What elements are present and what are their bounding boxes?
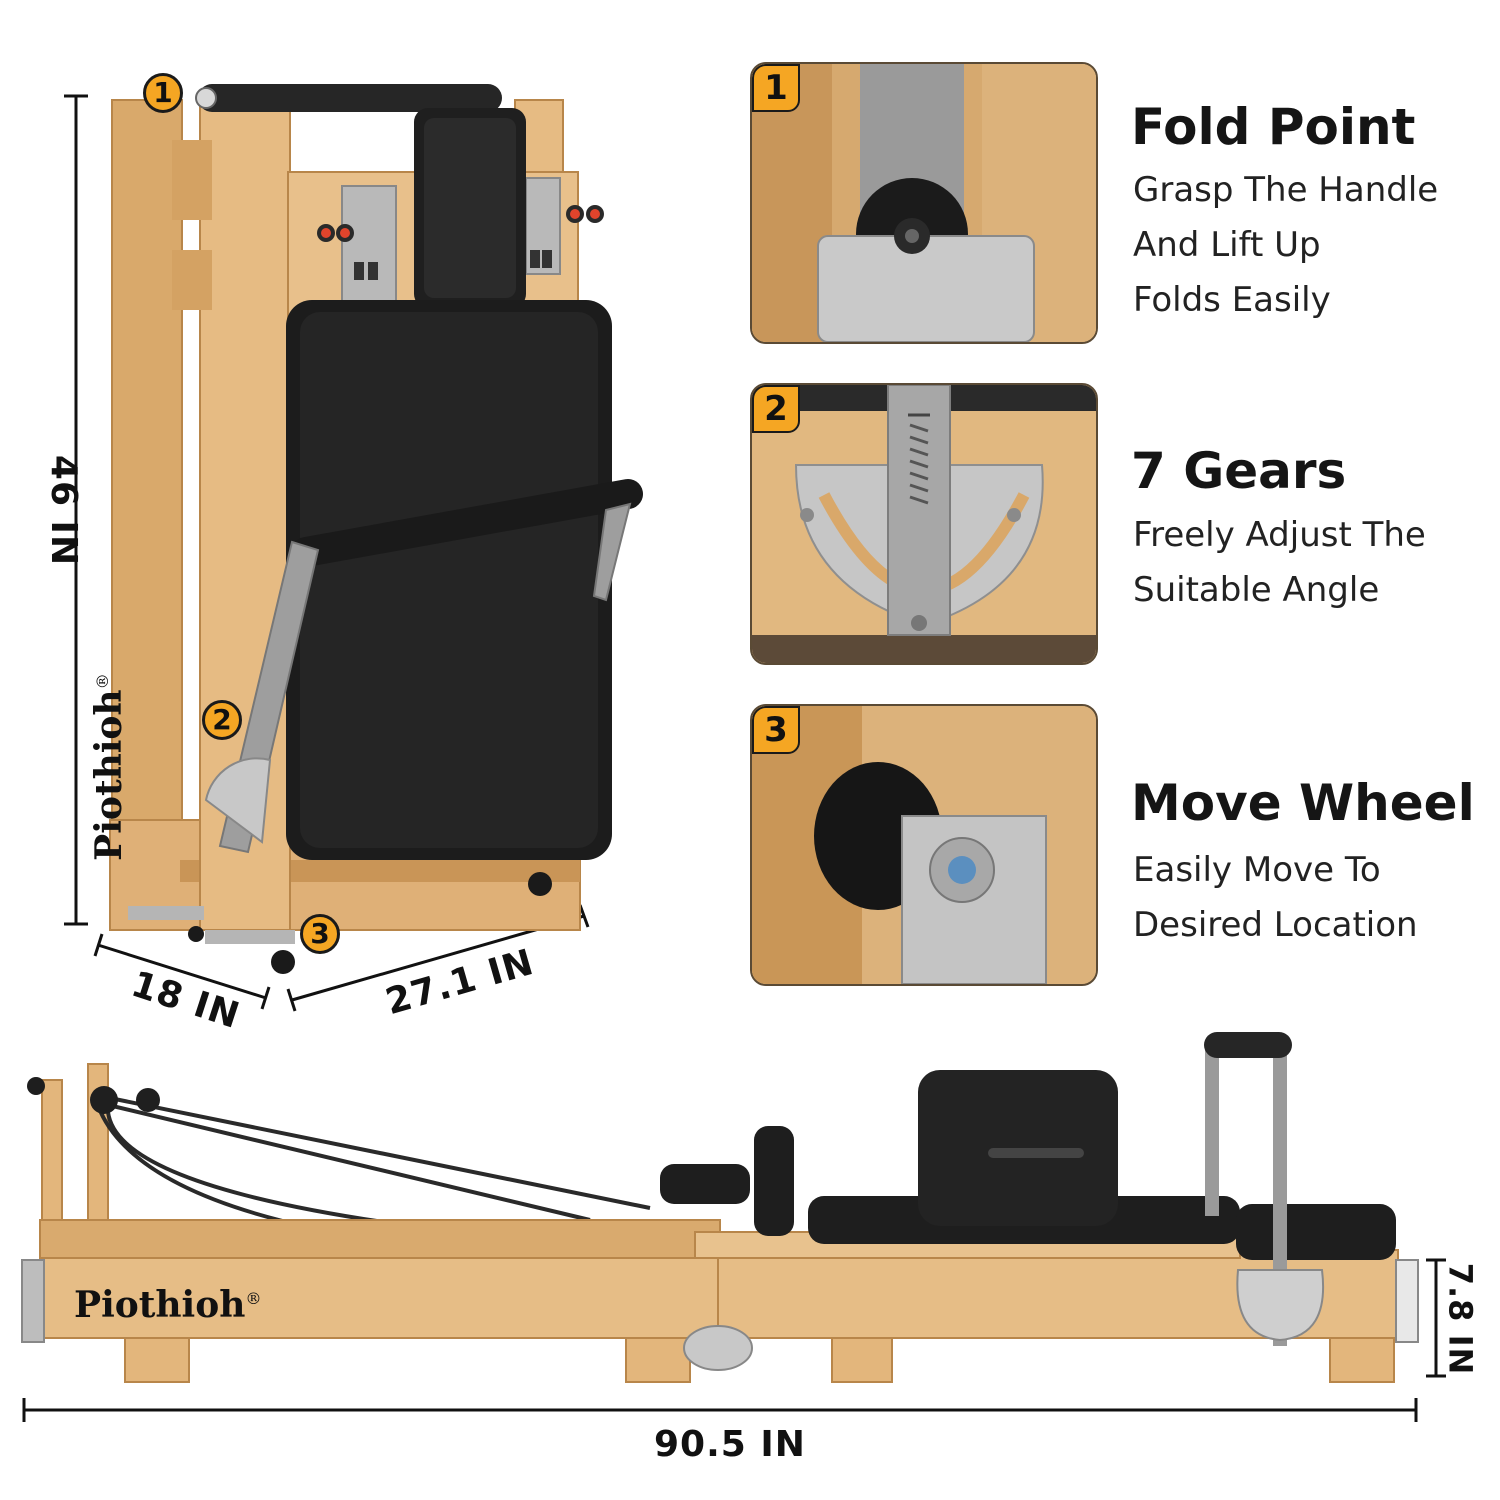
feature-text-line: Freely Adjust The — [1133, 515, 1426, 555]
wheel-photo — [752, 706, 1096, 984]
callout-badge-3: 3 — [300, 914, 340, 954]
feature-text-line: Folds Easily — [1133, 280, 1331, 320]
panel-badge-3: 3 — [752, 706, 800, 754]
depth-dimension-line — [93, 933, 271, 1010]
detail-panel-gears: 2 — [750, 383, 1098, 665]
detail-panel-wheel: 3 — [750, 704, 1098, 986]
feature-text-line: Easily Move To — [1133, 850, 1381, 890]
height-dimension-line — [64, 94, 88, 926]
gears-photo — [752, 385, 1096, 663]
feature-text-line: Desired Location — [1133, 905, 1418, 945]
callout-badge-1: 1 — [143, 73, 183, 113]
folded-brand-label: Piothioh® — [88, 673, 130, 861]
feature-title-fold-point: Fold Point — [1131, 98, 1416, 156]
feature-title-gears: 7 Gears — [1131, 442, 1347, 500]
folded-reformer-illustration — [64, 84, 643, 1012]
length-dimension-line — [22, 1398, 1418, 1422]
feature-text-line: Grasp The Handle — [1133, 170, 1439, 210]
feature-title-move-wheel: Move Wheel — [1131, 774, 1475, 832]
feature-text-line: Suitable Angle — [1133, 570, 1380, 610]
height-label: 46 IN — [43, 454, 85, 567]
feature-text-line: And Lift Up — [1133, 225, 1321, 265]
panel-badge-2: 2 — [752, 385, 800, 433]
panel-badge-1: 1 — [752, 64, 800, 112]
fold-point-photo — [752, 64, 1096, 342]
frame-height-dimension-line — [1426, 1258, 1446, 1378]
callout-badge-2: 2 — [202, 700, 242, 740]
detail-panel-fold-point: 1 — [750, 62, 1098, 344]
brand-label: Piothioh® — [74, 1284, 262, 1326]
frame-height-label: 7.8 IN — [1441, 1262, 1480, 1376]
length-label: 90.5 IN — [654, 1424, 806, 1465]
unfolded-reformer-illustration — [21, 1032, 1446, 1422]
